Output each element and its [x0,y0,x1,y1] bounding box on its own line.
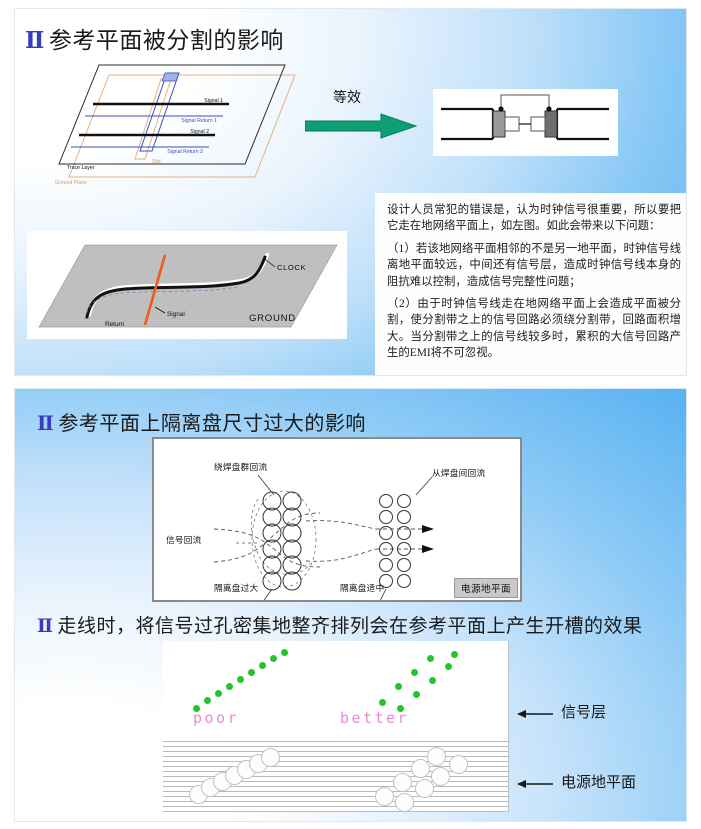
antipad-label-between-pads-return: 从焊盘间回流 [432,468,486,478]
via-dot-green [193,705,200,712]
via-dot-green [259,662,266,669]
via-dot-green [397,705,404,712]
figure-equivalent-circuit [433,89,618,156]
antipad-label-antipad-moderate: 隔离盘适中 [340,583,385,593]
via-dot-green [226,683,233,690]
callout-power-ground-plane-label: 电源地平面 [561,775,637,791]
antipad-label-around-pad-cluster-return: 绕焊盘群回流 [214,462,268,472]
bullet-glyph-icon: Ⅱ [37,413,55,435]
equivalence-arrow-icon [305,113,417,139]
via-label-better: better [340,709,410,727]
figure-trace-layer-ground-plane: Signal 1 Signal Return 1 Signal 2 Signal… [37,59,307,194]
antipad-label-signal-return: 信号回流 [166,535,202,545]
via-dot-green [204,697,211,704]
trace-label-signal2: Signal 2 [190,129,209,135]
via-label-poor: poor [193,709,240,727]
trace-label-signal-return2: Signal Return 2 [167,149,203,155]
trace-label-ground-plane: Ground Plane [55,180,87,186]
bullet-glyph-icon: Ⅱ [37,616,54,637]
ground-label-ground: GROUND [249,313,296,324]
antipad-power-ground-plane-tag: 电源地平面 [453,578,518,598]
page-title-slide2-top-text: 参考平面上隔离盘尺寸过大的影响 [58,413,366,435]
figure-via-power-ground-plane [163,739,508,811]
trace-label-slot: Slot [152,159,161,165]
via-dot-green [429,677,436,684]
via-dot-green [411,669,418,676]
bullet-glyph-icon: Ⅱ [25,28,45,53]
figure-via-signal-layer: poor better [163,641,508,739]
via-dot-green [237,676,244,683]
antipad-label-antipad-too-large: 隔离盘过大 [214,583,259,593]
via-dot-green [451,651,458,658]
figure-clock-on-ground-plane: CLOCK Signal Return GROUND [27,231,347,339]
via-dot-green [395,683,402,690]
page-title-slide1-text: 参考平面被分割的影响 [48,28,284,53]
via-pad-white [261,748,280,767]
via-pad-white [449,755,468,774]
via-pad-white [415,779,434,798]
via-dot-green [248,669,255,676]
via-pad-white [427,747,446,766]
via-pad-white [393,773,412,792]
trace-label-signal-return1: Signal Return 1 [181,118,217,124]
via-pad-white [431,767,450,786]
via-dot-green [270,655,277,662]
via-pad-white [411,759,430,778]
explanatory-paragraph-1: 设计人员常犯的错误是，认为时钟信号很重要，所以要把它走在地网络平面上，如左图。如… [387,204,681,233]
arrow-left-icon [517,779,553,788]
callout-power-ground-plane: 电源地平面 [517,771,636,792]
explanatory-paragraph-2: （1）若该地网络平面相邻的不是另一地平面，时钟信号线离地平面较远，中间还有信号层… [387,242,681,288]
page-title-slide2-bottom-text: 走线时，将信号过孔密集地整齐排列会在参考平面上产生开槽的效果 [57,616,643,637]
figure-via-arrangement: poor better [163,641,509,812]
via-dot-green [427,655,434,662]
explanatory-paragraph-3: （2）由于时钟信号线走在地网络平面上会造成平面被分割，使分割带之上的信号回路必须… [387,298,681,360]
callout-signal-layer-label: 信号层 [561,705,607,721]
via-dot-green [379,699,386,706]
via-dot-green [281,649,288,656]
callout-signal-layer: 信号层 [517,701,606,722]
via-dot-green [445,663,452,670]
ground-label-signal: Signal [167,311,185,318]
ground-label-return: Return [105,321,125,328]
via-dot-green [413,691,420,698]
trace-label-trace-layer: Trace Layer [67,165,95,171]
via-dot-green [215,690,222,697]
trace-label-signal1: Signal 1 [204,98,223,104]
figure-antipad-return-current: 绕焊盘群回流 信号回流 隔离盘过大 从焊盘间回流 隔离盘适中 电源地平面 [152,437,522,610]
arrow-left-icon [517,709,553,718]
equivalence-indicator: 等效 [305,87,425,147]
via-pad-white [395,793,414,811]
explanatory-text-block: 设计人员常犯的错误是，认为时钟信号很重要，所以要把它走在地网络平面上，如左图。如… [375,193,686,375]
equivalence-label: 等效 [333,91,361,106]
ground-label-clock: CLOCK [277,263,306,272]
via-pad-white [375,787,394,806]
